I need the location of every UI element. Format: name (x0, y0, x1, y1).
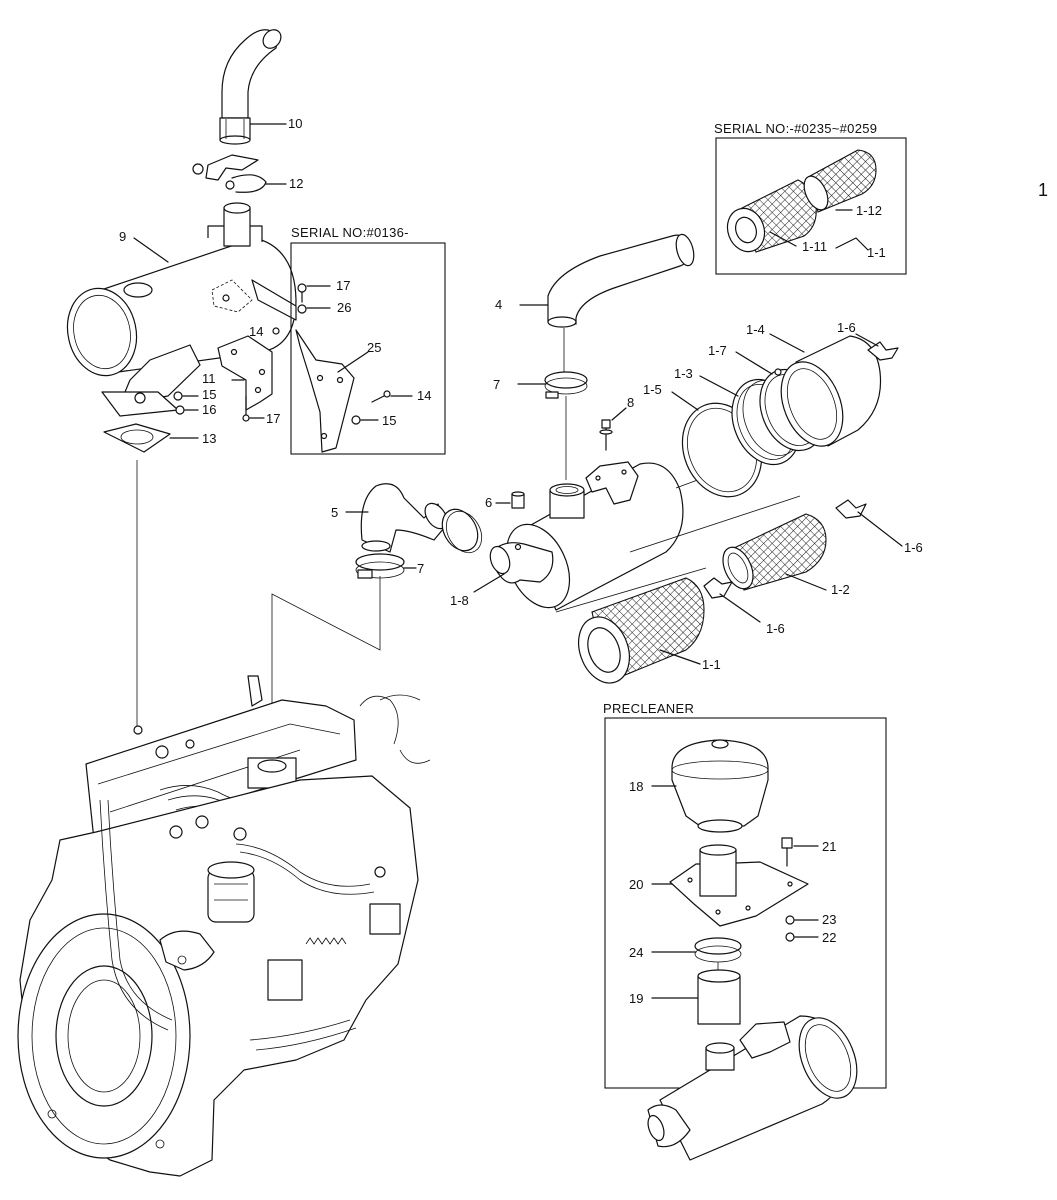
bracket-part-11 (217, 335, 273, 411)
page-number: 1 (1038, 180, 1048, 200)
precleaner-air-cleaner-body (647, 1015, 858, 1161)
hose-clamp-part-7-upper (544, 371, 588, 399)
label-23: 23 (822, 912, 836, 927)
nut-part-15-lower (351, 415, 361, 425)
washer-part-16 (175, 405, 185, 415)
hose-clamp-part-7-lower-b (355, 553, 405, 579)
outer-element-part-1-11 (726, 179, 817, 253)
wing-nut-part-1-6-b (835, 499, 867, 519)
engine-illustration (17, 675, 431, 1177)
evacuator-valve-part-6 (511, 491, 525, 509)
bolt-part-21 (781, 837, 793, 867)
label-1-1-a: 1-1 (867, 245, 886, 260)
label-1-1-b: 1-1 (702, 657, 721, 672)
u-clamp-part-12 (192, 154, 267, 193)
washer-part-23 (785, 915, 795, 925)
label-1-5: 1-5 (643, 382, 662, 397)
elbow-hose-part-5 (360, 483, 448, 553)
tail-pipe-part-10 (219, 29, 282, 145)
label-14-a: 14 (249, 324, 263, 339)
plate-part-20 (669, 844, 809, 927)
outer-element-part-1-1 (578, 577, 705, 684)
label-13: 13 (202, 431, 216, 446)
label-4: 4 (495, 297, 502, 312)
inner-element-part-1-12 (803, 149, 877, 213)
label-20: 20 (629, 877, 643, 892)
bolt-part-17-upper (297, 283, 307, 303)
label-8: 8 (627, 395, 634, 410)
label-15-a: 15 (202, 387, 216, 402)
bolt-part-17-lower (242, 395, 250, 422)
label-1-7: 1-7 (708, 343, 727, 358)
label-25: 25 (367, 340, 381, 355)
label-1-3: 1-3 (674, 366, 693, 381)
nut-part-15 (173, 391, 183, 401)
label-12: 12 (289, 176, 303, 191)
serial-0136-title: SERIAL NO:#0136- (291, 225, 409, 240)
precleaner-title: PRECLEANER (603, 701, 694, 716)
label-26: 26 (337, 300, 351, 315)
label-5: 5 (331, 505, 338, 520)
wing-nut-part-1-6-c (703, 577, 733, 599)
label-17-b: 17 (266, 411, 280, 426)
wing-nut-part-1-6-a (867, 341, 899, 361)
label-15-b: 15 (382, 413, 396, 428)
label-7-a: 7 (493, 377, 500, 392)
hose-clamp-part-7-lower-a (441, 508, 483, 554)
label-14-b: 14 (417, 388, 431, 403)
serial-0235-0259-title: SERIAL NO:-#0235~#0259 (714, 121, 877, 136)
label-1-11: 1-11 (802, 239, 827, 254)
label-1-12: 1-12 (856, 203, 882, 218)
label-17-a: 17 (336, 278, 350, 293)
label-6: 6 (485, 495, 492, 510)
label-16: 16 (202, 402, 216, 417)
label-1-6-c: 1-6 (766, 621, 785, 636)
stay-part-25 (295, 329, 355, 453)
label-11: 11 (202, 371, 216, 386)
label-22: 22 (822, 930, 836, 945)
inner-element-part-1-2 (722, 513, 827, 591)
serial-0235-0259-box (715, 137, 907, 275)
label-18: 18 (629, 779, 643, 794)
cover-part-1-4 (780, 335, 882, 447)
air-cleaner-body (489, 461, 684, 611)
precleaner-cap-part-18 (671, 739, 769, 833)
label-1-4: 1-4 (746, 322, 765, 337)
label-21: 21 (822, 839, 836, 854)
label-1-6-a: 1-6 (837, 320, 856, 335)
washer-part-26 (297, 304, 307, 314)
label-24: 24 (629, 945, 643, 960)
gasket-part-13 (103, 423, 171, 453)
bolt-part-14-upper (272, 327, 280, 335)
label-1-8: 1-8 (450, 593, 469, 608)
intake-hose-part-4 (547, 233, 695, 328)
label-1-2: 1-2 (831, 582, 850, 597)
label-19: 19 (629, 991, 643, 1006)
nut-part-22 (785, 932, 795, 942)
bolt-part-14-lower (371, 390, 391, 403)
label-10: 10 (288, 116, 302, 131)
label-1-6-b: 1-6 (904, 540, 923, 555)
label-7-b: 7 (417, 561, 424, 576)
hose-part-19 (697, 969, 741, 1025)
bolt-part-8 (599, 419, 613, 451)
label-9: 9 (119, 229, 126, 244)
clamp-part-24 (694, 937, 742, 963)
serial-0136-box (290, 242, 446, 455)
